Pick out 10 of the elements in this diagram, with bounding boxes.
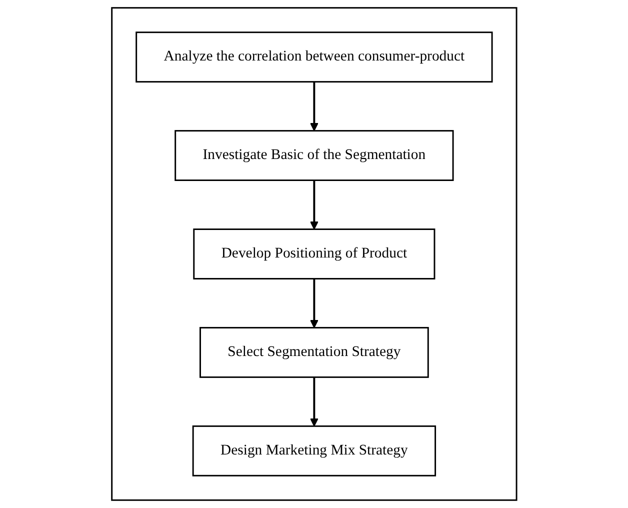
arrow	[310, 278, 318, 328]
node-box: Investigate Basic of the Segmentation	[174, 130, 454, 182]
node-box: Analyze the correlation between consumer-product	[135, 32, 493, 83]
arrow	[310, 377, 318, 427]
node-box: Design Marketing Mix Strategy	[192, 425, 436, 476]
node-box: Develop Positioning of Product	[192, 228, 436, 280]
node-box: Select Segmentation Strategy	[199, 326, 429, 378]
cluster	[110, 7, 518, 501]
arrow	[310, 82, 318, 132]
arrow	[310, 180, 318, 230]
